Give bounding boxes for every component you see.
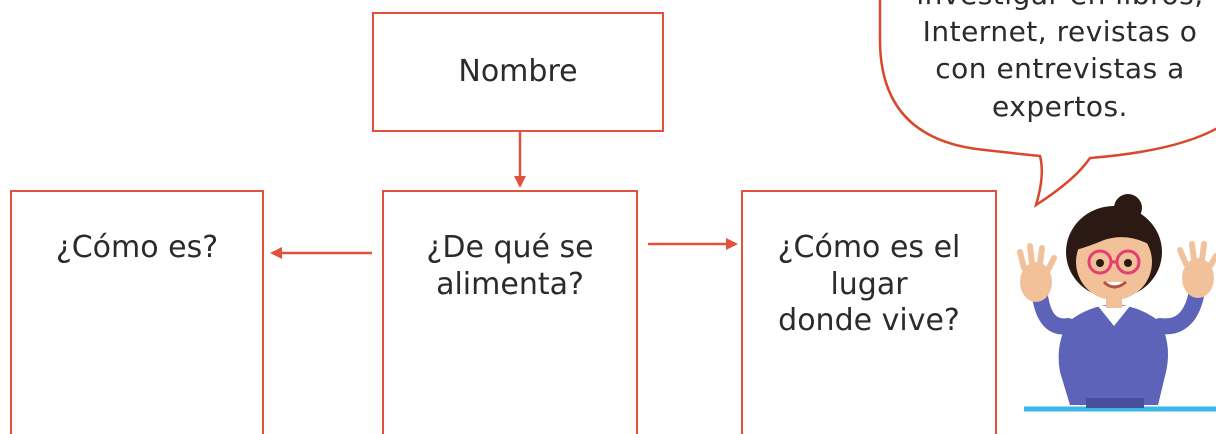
node-lugar-line-2: lugar bbox=[830, 266, 908, 302]
node-alimenta-line-1: ¿De qué se bbox=[426, 230, 594, 265]
node-lugar: ¿Cómo es el lugar donde vive? bbox=[741, 190, 997, 434]
node-nombre-label: Nombre bbox=[458, 53, 578, 89]
node-lugar-label: ¿Cómo es el lugar donde vive? bbox=[778, 230, 961, 434]
bubble-line-1: investigar en libros, bbox=[880, 0, 1216, 13]
node-alimenta-line-2: alimenta? bbox=[436, 266, 584, 302]
node-lugar-line-3: donde vive? bbox=[778, 303, 960, 339]
bubble-line-3: con entrevistas a bbox=[935, 52, 1185, 86]
bubble-line-2: Internet, revistas o bbox=[922, 15, 1198, 49]
bubble-line-4: expertos. bbox=[992, 89, 1128, 123]
girl-illustration bbox=[1017, 194, 1216, 412]
speech-bubble-text: investigar en libros, Internet, revistas… bbox=[880, 0, 1216, 125]
node-alimenta: ¿De qué se alimenta? bbox=[382, 190, 638, 434]
node-como-es: ¿Cómo es? bbox=[10, 190, 264, 434]
node-lugar-line-1: ¿Cómo es el bbox=[777, 230, 961, 265]
node-alimenta-label: ¿De qué se alimenta? bbox=[426, 230, 593, 434]
node-como-es-label: ¿Cómo es? bbox=[55, 230, 219, 265]
node-nombre: Nombre bbox=[372, 12, 664, 132]
